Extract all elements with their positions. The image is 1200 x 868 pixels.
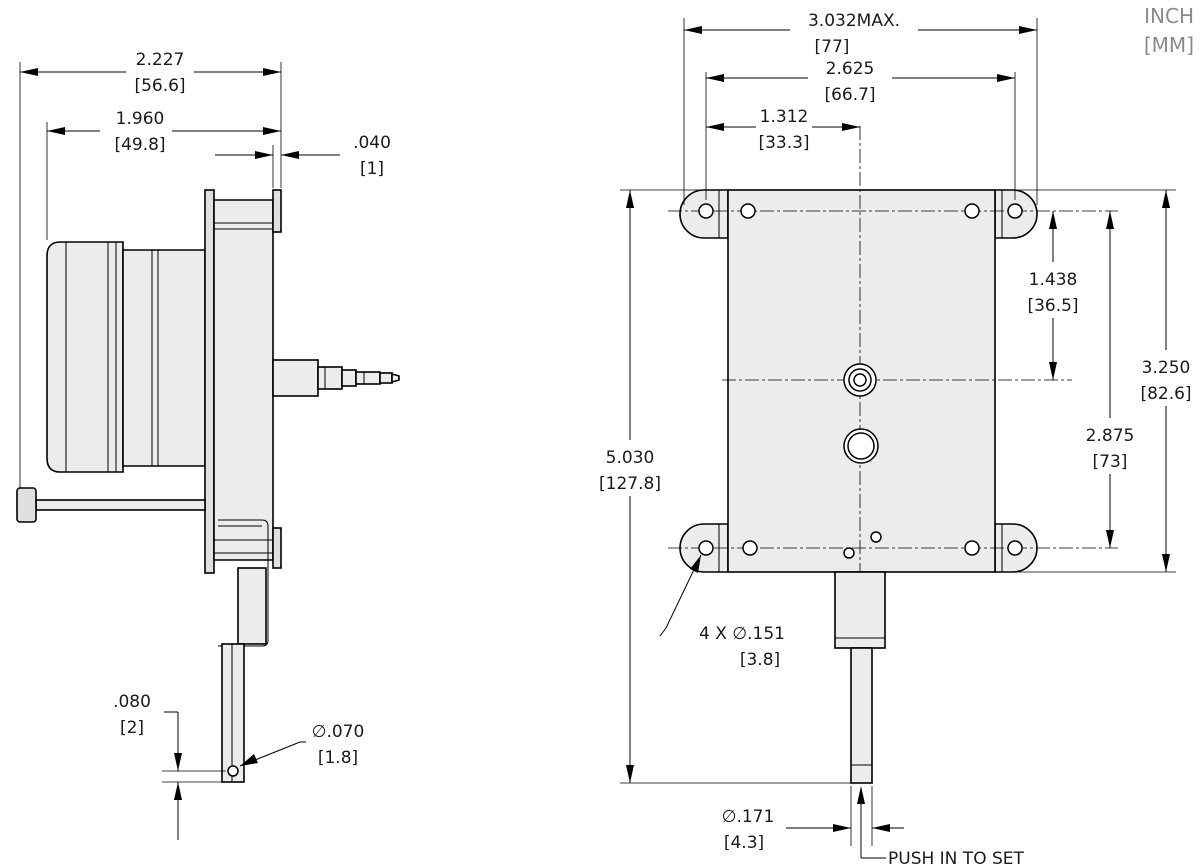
front-mount-hole-top-left	[698, 203, 714, 219]
dim-overall-length-inch: 2.227	[136, 50, 185, 70]
dim-pin-offset-inch: .080	[113, 692, 151, 712]
front-mount-hole-top-right	[1007, 203, 1023, 219]
side-shaft-boss	[272, 359, 319, 397]
dim-hole-to-shaft-inch: 1.438	[1029, 270, 1078, 290]
front-screw-bottom-right	[964, 540, 980, 556]
dim-overall-height-inch: 5.030	[606, 448, 655, 468]
front-plunger-body	[834, 571, 886, 649]
side-rear-cap	[46, 241, 124, 473]
dim-overall-length-mm: [56.6]	[134, 76, 185, 96]
front-small-hole-1	[870, 531, 882, 543]
dim-hole-spacing-vertical-mm: [73]	[1093, 452, 1128, 472]
front-screw-top-right	[964, 203, 980, 219]
dim-max-width-inch: 3.032MAX.	[808, 11, 900, 31]
dim-pin-offset-mm: [2]	[120, 718, 144, 738]
dim-half-spacing-mm: [33.3]	[758, 133, 809, 153]
side-knob	[16, 487, 37, 523]
units-legend: INCH [MM]	[1144, 4, 1194, 57]
side-knob-rod	[35, 499, 206, 511]
dim-pin-hole-diameter-inch: ∅.070	[312, 722, 365, 742]
front-screw-bottom-left	[742, 540, 758, 556]
dim-flange-thickness-mm: [1]	[360, 159, 384, 179]
dim-flange-thickness-inch: .040	[353, 133, 391, 153]
units-mm-label: [MM]	[1144, 33, 1194, 57]
dim-hole-to-shaft-mm: [36.5]	[1027, 296, 1078, 316]
front-view: 3.032MAX. [77] 2.625 [66.7] 1.312 [33.3]…	[599, 11, 1192, 868]
dim-plunger-diameter-mm: [4.3]	[724, 833, 764, 853]
units-inch-label: INCH	[1144, 4, 1194, 28]
plunger-note: PUSH IN TO SET	[888, 849, 1025, 868]
dim-hole-spacing-horizontal-mm: [66.7]	[824, 85, 875, 105]
side-plunger-body	[237, 567, 267, 645]
dim-mounting-holes-inch: 4 X ∅.151	[699, 624, 785, 644]
dim-half-spacing-inch: 1.312	[760, 107, 809, 127]
dim-hole-spacing-vertical-inch: 2.875	[1086, 426, 1135, 446]
front-screw-top-left	[740, 203, 756, 219]
dim-body-length-mm: [49.8]	[114, 135, 165, 155]
front-mount-hole-bottom-right	[1007, 540, 1023, 556]
side-view: 2.227 [56.6] 1.960 [49.8] .040 [1] .080 …	[16, 50, 400, 840]
dim-mounting-holes-mm: [3.8]	[740, 650, 780, 670]
dim-overall-height-mm: [127.8]	[599, 474, 661, 494]
side-flange-tab-bottom	[272, 527, 282, 569]
side-mounting-plate	[204, 189, 215, 574]
front-mount-hole-bottom-left	[698, 540, 714, 556]
dim-pin-hole-diameter-mm: [1.8]	[318, 748, 358, 768]
dim-max-width-mm: [77]	[815, 37, 850, 57]
dim-body-length-inch: 1.960	[116, 109, 165, 129]
side-flange-tab-top	[272, 189, 282, 233]
dim-body-height-inch: 3.250	[1142, 358, 1191, 378]
dim-hole-spacing-horizontal-inch: 2.625	[826, 59, 875, 79]
dim-plunger-diameter-inch: ∅.171	[722, 807, 775, 827]
front-small-hole-2	[843, 547, 855, 559]
side-gear-body	[213, 199, 274, 561]
side-plunger-pin	[221, 643, 245, 783]
side-pin-hole	[227, 765, 239, 777]
front-plunger-rod	[850, 647, 873, 784]
dim-body-height-mm: [82.6]	[1140, 384, 1191, 404]
side-spring-housing	[122, 249, 206, 467]
